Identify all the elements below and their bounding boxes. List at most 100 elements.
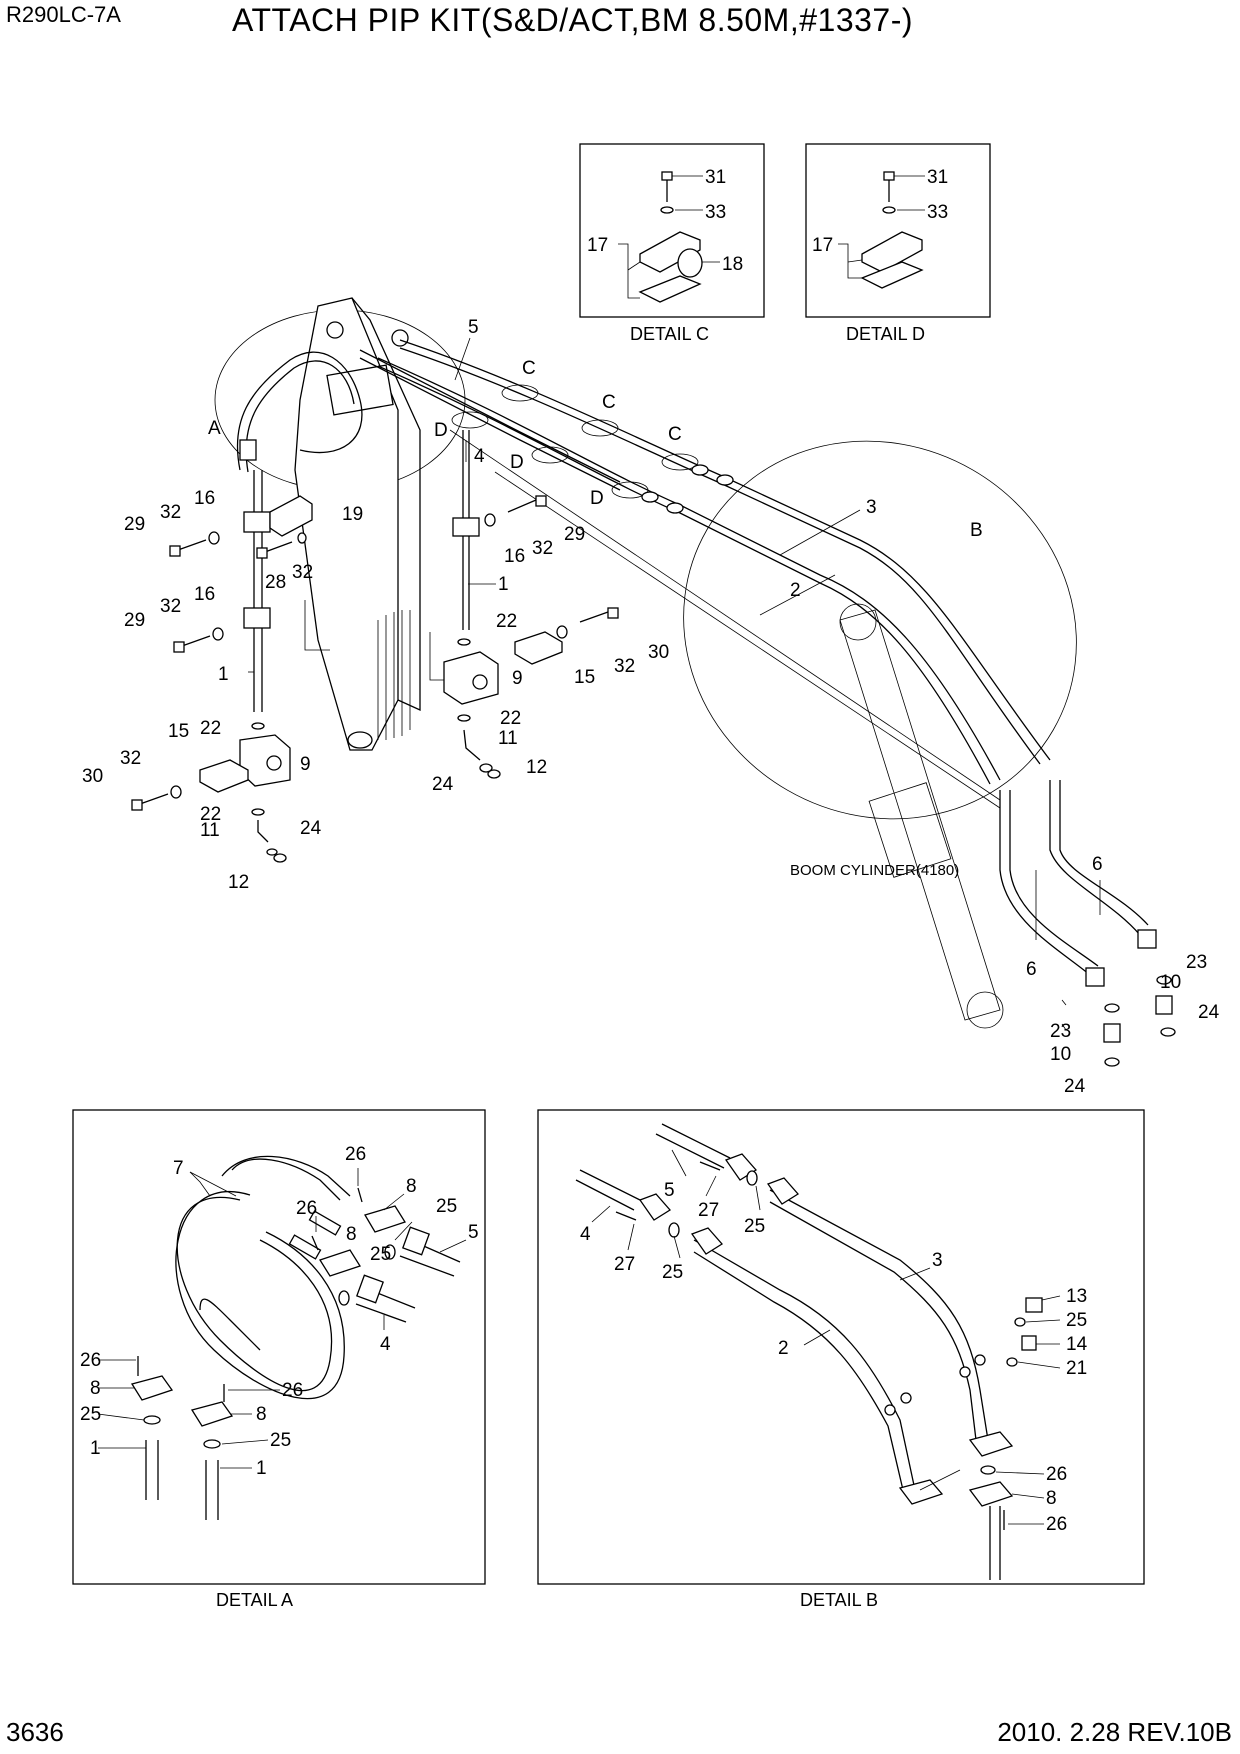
callout-33: 33 [705,202,726,223]
boom-cylinder-note: BOOM CYLINDER(4180) [790,862,959,879]
model-code: R290LC-7A [6,2,121,27]
callout-2: 2 [778,1338,789,1359]
callout-28: 28 [265,572,286,593]
callout-24: 24 [1064,1076,1086,1097]
callout-33: 33 [927,202,948,223]
callout-8: 8 [406,1176,417,1197]
callout-10: 10 [1160,972,1181,993]
callout-29: 29 [124,610,145,631]
callout-2: 2 [790,580,801,601]
callout-17: 17 [587,235,608,256]
main-assembly [131,297,1176,1067]
callout-4: 4 [474,446,485,467]
callout-17: 17 [812,235,833,256]
callout-8: 8 [1046,1488,1057,1509]
callout-32: 32 [160,502,181,523]
callout-7: 7 [173,1158,184,1179]
callout-30: 30 [82,766,103,787]
callout-24: 24 [432,774,454,795]
callout-24: 24 [1198,1002,1220,1023]
callout-14: 14 [1066,1334,1088,1355]
callout-15: 15 [168,721,189,742]
callout-3: 3 [932,1250,943,1271]
callout-D: D [590,488,604,509]
callout-29: 29 [124,514,145,535]
callout-25: 25 [80,1404,101,1425]
callout-6: 6 [1026,959,1037,980]
callout-8: 8 [346,1224,357,1245]
page-number: 3636 [6,1717,64,1747]
callout-D: D [510,452,524,473]
callout-1: 1 [498,574,509,595]
callout-26: 26 [1046,1514,1067,1535]
page-title: ATTACH PIP KIT(S&D/ACT,BM 8.50M,#1337-) [232,2,914,38]
detail-a-frame: 7 26 8 26 25 8 5 25 4 26 8 25 1 26 8 25 … [72,1109,486,1585]
callout-4: 4 [380,1334,391,1355]
callout-5: 5 [468,1222,479,1243]
callout-10: 10 [1050,1044,1071,1065]
callout-26: 26 [296,1198,317,1219]
callout-8: 8 [90,1378,101,1399]
callout-21: 25 [1066,1310,1087,1331]
callout-31: 31 [927,167,948,188]
callout-32: 32 [120,748,141,769]
callout-D: D [434,420,448,441]
callout-24: 24 [300,818,322,839]
callout-16: 16 [504,546,525,567]
callout-22: 22 [200,804,221,825]
detail-b-caption: DETAIL B [800,1590,878,1610]
callout-25: 25 [662,1262,683,1283]
callout-32: 32 [614,656,635,677]
callout-C: C [522,358,536,379]
callout-25: 25 [370,1244,391,1265]
callout-A: A [208,418,221,439]
callout-11: 11 [498,728,518,749]
callout-4: 4 [580,1224,591,1245]
callout-19: 19 [342,504,363,525]
callout-9: 9 [512,668,523,689]
detail-d-caption: DETAIL D [846,324,925,344]
callout-1: 1 [256,1458,267,1479]
callout-9: 9 [300,754,311,775]
callout-25: 25 [744,1216,765,1237]
callout-16: 16 [194,584,215,605]
callout-32: 32 [160,596,181,617]
callout-30: 30 [648,642,669,663]
callout-20: 21 [1066,1358,1087,1379]
callout-23: 23 [1186,952,1207,973]
callout-B: B [970,520,983,541]
callout-12: 12 [228,872,249,893]
detail-b-frame: 5 27 25 4 27 25 3 2 13 25 14 21 26 8 26 [537,1109,1145,1585]
callout-6: 6 [1092,854,1103,875]
callout-26: 26 [282,1380,303,1401]
callout-32: 32 [292,562,313,583]
callout-3: 3 [866,497,877,518]
callout-31: 31 [705,167,726,188]
callout-C: C [602,392,616,413]
callout-27: 27 [698,1200,719,1221]
callout-15: 15 [574,667,595,688]
callout-25: 26 [1046,1464,1067,1485]
detail-c-caption: DETAIL C [630,324,709,344]
callout-25: 25 [270,1430,291,1451]
main-callouts: A B C C C D D D 1 1 2 3 4 5 6 6 9 9 10 1… [82,317,1220,1097]
callout-12: 12 [526,757,547,778]
callout-1: 1 [90,1438,101,1459]
callout-23: 23 [1050,1021,1071,1042]
detail-b-circle [683,440,1077,820]
callout-22: 22 [496,611,517,632]
callout-5: 5 [468,317,479,338]
detail-d-frame: 31 33 17 [805,143,991,318]
callout-8: 8 [256,1404,267,1425]
callout-11: 11 [200,820,220,841]
detail-c-frame: 31 33 17 18 [579,143,765,318]
callout-22: 22 [500,708,521,729]
revision-date: 2010. 2.28 REV.10B [997,1717,1232,1747]
callout-18: 18 [722,254,743,275]
callout-13: 13 [1066,1286,1087,1307]
callout-22: 22 [200,718,221,739]
callout-1: 1 [218,664,229,685]
callout-25: 25 [436,1196,457,1217]
callout-26: 26 [345,1144,366,1165]
